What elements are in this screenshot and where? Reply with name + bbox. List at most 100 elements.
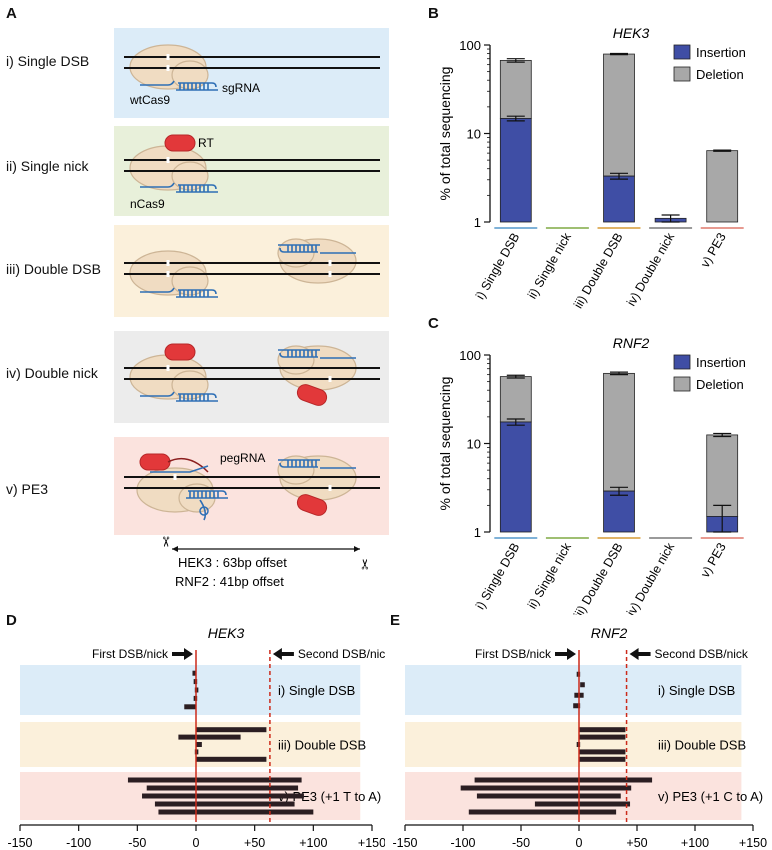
rnf2-bar-ytick-label: 100 [459,348,481,363]
rnf2-bar-legend-swatch-insertion [673,354,691,370]
hek3-bar-legend-swatch-insertion [673,44,691,60]
hek3-bar-category-label: ii) Single nick [525,230,574,301]
pegrna-annotation: pegRNA [220,451,265,465]
hek3-bar-bar-insertion [499,118,532,223]
hek3-range-group-band [20,722,361,767]
rnf2-range-range-bar [579,756,626,762]
rnf2-range-range-bar [474,777,653,783]
rnf2-range-first-marker-label: First DSB/nick [475,647,552,661]
rnf2-range-xtick-label: +50 [626,836,647,850]
hek3-range-first-marker-label: First DSB/nick [92,647,169,661]
hek3-range-xtick-label: +150 [358,836,385,850]
rnf2-bar-bar-deletion [706,434,739,517]
rnf2-range-xtick-label: -100 [450,836,475,850]
hek3-range-range-bar [196,756,267,762]
rnf2-range-group-label: v) PE3 (+1 C to A) [658,789,763,804]
hek3-bar-category-label: i) Single DSB [473,231,522,302]
hek3-bar-ylabel: % of total sequencing [437,67,453,201]
rnf2-bar-ytick-label: 10 [467,437,481,452]
hek3-bar-category-label: iii) Double DSB [571,231,626,311]
ncas9-annotation: nCas9 [130,197,165,211]
rnf2-range-xtick-label: -50 [512,836,530,850]
hek3-range-range-bar [184,704,196,710]
editing-schematic: sgRNA wtCas9 RT nCas9 pegRNA ✂ [114,28,389,589]
hek3-range-range-bar [154,801,295,807]
rnf2-bar-category-label: iii) Double DSB [571,541,626,616]
rnf2-bar-category-label: ii) Single nick [525,540,574,611]
rnf2-range-first-arrow-icon [555,648,576,660]
rnf2-bar-ylabel: % of total sequencing [437,377,453,511]
hek3-range-xtick-label: 0 [193,836,200,850]
rt-annotation: RT [198,136,214,150]
hek3-range-range-bar [178,734,241,740]
rnf2-bar-legend-deletion: Deletion [696,377,744,392]
rnf2-bar-legend-swatch-deletion [673,376,691,392]
hek3-range-range-bar [158,809,314,815]
hek3-range-xtick-label: -150 [7,836,32,850]
hek3-bar-bar-deletion [603,53,635,177]
hek3-range-xtick-label: -100 [66,836,91,850]
rnf2-range-xtick-label: +100 [681,836,709,850]
hek3-range-second-arrow-icon [272,648,294,660]
panel-label-d: D [6,612,17,629]
hek3-range-range-bar [192,670,196,676]
rnf2-range-second-marker-label: Second DSB/nick [655,647,749,661]
rnf2-range-range-bar [580,682,585,688]
hek3-range-xtick-label: +50 [244,836,265,850]
rnf2-bar-bar-deletion [603,372,635,492]
panel-label-e: E [390,612,401,629]
hek3-bar-ytick-label: 10 [467,127,481,142]
rnf2-range-second-arrow-icon [629,648,651,660]
panel-label-c: C [428,315,439,332]
schematic-label-double-nick: iv) Double nick [6,365,98,381]
offset-line-hek3: HEK3 : 63bp offset [178,555,287,570]
rnf2-range-range-bar [534,801,631,807]
schematic-label-pe3: v) PE3 [6,481,49,497]
hek3-range-group-label: i) Single DSB [278,683,355,698]
hek3-bar-title: HEK3 [613,25,650,41]
hek3-range-xtick-label: -50 [128,836,146,850]
rnf2-range-range-bar [476,793,621,799]
hek3-bar-ytick-label: 100 [459,38,481,53]
sgrna-annotation: sgRNA [222,81,260,95]
rnf2-range-title: RNF2 [591,625,628,641]
rnf2-bar-legend-insertion: Insertion [696,355,746,370]
schematic-label-single-nick: ii) Single nick [6,158,89,174]
hek3-range-range-bar [196,742,202,747]
rnf2-range-range-bar [579,734,626,740]
rnf2-range-xtick-label: 0 [576,836,583,850]
panel-label-a: A [6,5,17,22]
hek3-bar-legend-insertion: Insertion [696,45,746,60]
scissors-icon-left: ✂ [158,536,174,548]
hek3-bar-bar-deletion [706,150,739,223]
rnf2-range-group-label: iii) Double DSB [658,738,746,753]
hek3-range-range-bar [142,793,304,799]
hek3-bar-category-label: iv) Double nick [624,230,677,309]
hek3-bar-bar-insertion [603,175,635,223]
rnf2-bar-bar-insertion [499,421,532,533]
hek3-range-first-arrow-icon [172,648,193,660]
hek3-range-group-label: v) PE3 (+1 T to A) [278,789,381,804]
offset-line-rnf2: RNF2 : 41bp offset [175,574,284,589]
rnf2-range-xtick-label: +150 [739,836,767,850]
rnf2-range-range-bar [579,727,626,733]
schematic-label-single-dsb: i) Single DSB [6,53,90,69]
rnf2-bar-bar-insertion [603,490,635,533]
hek3-bar-category-label: v) PE3 [698,230,729,270]
hek3-bar-legend-swatch-deletion [673,66,691,82]
hek3-range-xtick-label: +100 [299,836,327,850]
schematic-label-double-dsb: iii) Double DSB [6,261,101,277]
rnf2-bar-category-label: iv) Double nick [624,540,677,615]
panel-label-b: B [428,5,439,22]
rnf2-range-range-bar [579,749,626,755]
hek3-bar-bar-deletion [499,59,532,119]
rnf2-range-xtick-label: -150 [392,836,417,850]
hek3-range-range-bar [196,727,267,733]
rnf2-bar-title: RNF2 [613,335,650,351]
rnf2-range-range-bar [468,809,617,815]
hek3-bar-legend-deletion: Deletion [696,67,744,82]
scissors-icon-right: ✂ [357,558,373,570]
